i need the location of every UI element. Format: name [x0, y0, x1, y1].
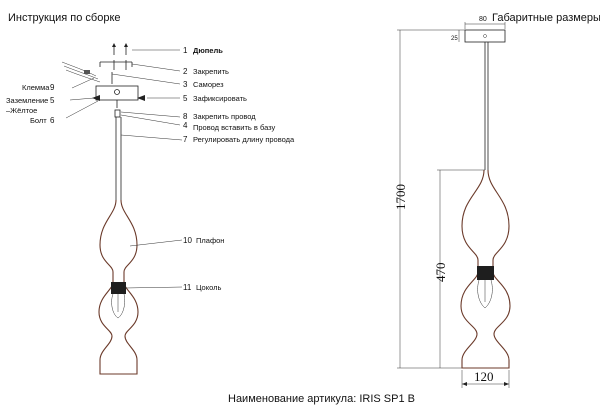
svg-text:3: 3 [183, 80, 188, 89]
svg-text:Зафиксировать: Зафиксировать [193, 94, 247, 103]
callout-6: Болт 6 [30, 116, 55, 125]
canopy-width-label: 80 [479, 16, 487, 23]
total-height-label: 1700 [393, 184, 408, 210]
callout-10: 10 Плафон [183, 236, 224, 245]
callout-4: 4 Провод вставить в базу [183, 121, 276, 132]
callout-3: 3 Саморез [183, 80, 224, 89]
svg-text:Саморез: Саморез [193, 80, 224, 89]
svg-text:Закрепить: Закрепить [193, 67, 229, 76]
lamp-socket-left [111, 282, 183, 319]
svg-text:7: 7 [183, 135, 188, 144]
shade-height-dimension: 470 [433, 169, 485, 368]
callout-5-ground: Заземление 5 –Жёлтое [6, 96, 55, 115]
svg-text:6: 6 [50, 116, 55, 125]
svg-text:Заземление: Заземление [6, 96, 48, 105]
svg-text:Клемма: Клемма [22, 83, 50, 92]
terminal-block [84, 70, 90, 74]
svg-text:Плафон: Плафон [196, 236, 224, 245]
glass-shade-left [98, 199, 183, 375]
shade-width-label: 120 [474, 369, 494, 384]
callout-8: 8 Закрепить провод [183, 112, 256, 121]
dimensions-title: Габаритные размеры [492, 12, 600, 24]
svg-text:1: 1 [183, 46, 188, 55]
svg-text:5: 5 [50, 96, 55, 105]
svg-text:Закрепить провод: Закрепить провод [193, 112, 256, 121]
callout-2: 2 Закрепить [183, 67, 229, 76]
callout-7: 7 Регулировать длину провода [183, 135, 295, 144]
shade-height-label: 470 [433, 263, 448, 283]
socket-body [111, 282, 126, 294]
glass-shade-right [460, 169, 511, 369]
svg-text:Дюпель: Дюпель [193, 46, 223, 55]
total-height-dimension: 1700 [393, 29, 468, 369]
svg-text:9: 9 [50, 83, 55, 92]
article-name: Наименование артикула: IRIS SP1 B [228, 393, 415, 405]
svg-text:Регулировать длину провода: Регулировать длину провода [193, 135, 295, 144]
callout-5-fix: 5 Зафиксировать [183, 94, 247, 103]
svg-text:Провод вставить в базу: Провод вставить в базу [193, 123, 276, 132]
fix-arrow-left [137, 95, 145, 101]
wire-holder [114, 109, 181, 126]
mounting-bracket [99, 60, 181, 72]
shade-width-dimension: 120 [461, 369, 510, 388]
svg-text:Цоколь: Цоколь [196, 283, 221, 292]
svg-text:11: 11 [183, 283, 192, 292]
ceiling-dowels [112, 43, 180, 55]
cord-dimensioned [484, 42, 489, 170]
svg-text:5: 5 [183, 94, 188, 103]
lamp-socket-right [477, 266, 494, 309]
svg-text:8: 8 [183, 112, 188, 121]
callout-1: 1 Дюпель [183, 46, 223, 55]
svg-text:–Жёлтое: –Жёлтое [6, 106, 37, 115]
pendant-cord [115, 117, 183, 200]
ground-arrow [92, 95, 100, 101]
svg-text:2: 2 [183, 67, 188, 76]
svg-text:4: 4 [183, 121, 188, 130]
assembly-title: Инструкция по сборке [8, 12, 121, 24]
terminal-wires [61, 61, 101, 89]
socket-body-right [477, 266, 494, 280]
callout-9: Клемма 9 [22, 83, 55, 92]
canopy-assembly [65, 85, 180, 119]
screw [111, 72, 181, 85]
canopy-height-label: 25 [451, 36, 458, 42]
svg-text:10: 10 [183, 236, 192, 245]
callout-11: 11 Цоколь [183, 283, 221, 292]
svg-text:Болт: Болт [30, 116, 47, 125]
